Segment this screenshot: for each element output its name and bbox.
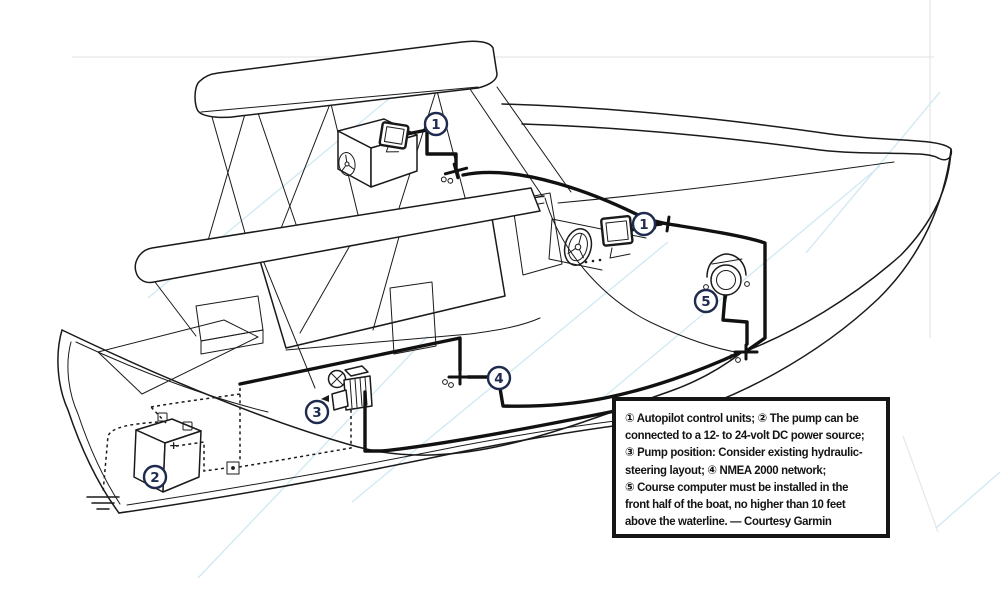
flybridge-steering-wheel-icon xyxy=(338,152,356,176)
nmea-tee-connectors xyxy=(440,162,759,388)
autopilot-control-unit-helm xyxy=(600,215,634,259)
marker-5-course-computer: 5 xyxy=(693,288,719,314)
hardtop-edge xyxy=(200,86,479,113)
legend-line: steering layout; ④ NMEA 2000 network; xyxy=(625,462,826,477)
legend-line: connected to a 12- to 24-volt DC power s… xyxy=(625,428,865,443)
autopilot-control-unit-flybridge xyxy=(378,121,410,153)
svg-text:4: 4 xyxy=(494,371,503,387)
legend-line: above the waterline. — Courtesy Garmin xyxy=(625,514,832,529)
marker-1-flybridge: 1 xyxy=(423,111,449,137)
svg-text:3: 3 xyxy=(312,405,321,421)
tee-connector-icon xyxy=(440,162,469,184)
bow-foredeck xyxy=(501,103,953,354)
ground-symbol-icon xyxy=(86,421,159,510)
flybridge-deck xyxy=(134,187,541,284)
marker-1-helm: 1 xyxy=(631,211,657,237)
legend-box: ① Autopilot control units; ② The pump ca… xyxy=(612,397,890,538)
dc-power-wiring xyxy=(150,388,352,475)
svg-text:2: 2 xyxy=(150,470,159,486)
cockpit xyxy=(75,281,437,413)
legend-line: ⑤ Course computer must be installed in t… xyxy=(625,479,849,494)
hardtop-struts xyxy=(154,86,572,389)
hardtop xyxy=(194,40,498,119)
legend-line: front half of the boat, no higher than 1… xyxy=(625,497,846,512)
legend-text: ① Autopilot control units; ② The pump ca… xyxy=(625,410,867,530)
marker-3-pump: 3 xyxy=(304,399,330,425)
marker-2-battery: 2 xyxy=(142,464,168,490)
boat-line-art: + xyxy=(57,40,953,514)
tee-connector-icon xyxy=(729,343,759,363)
svg-text:1: 1 xyxy=(639,217,648,233)
svg-text:1: 1 xyxy=(431,117,440,133)
legend-line: ③ Pump position: Consider existing hydra… xyxy=(625,445,863,460)
svg-text:5: 5 xyxy=(701,294,710,310)
helm-steering-wheel-icon xyxy=(563,228,593,266)
tee-connector-icon xyxy=(442,368,473,388)
marker-4-nmea: 4 xyxy=(486,365,512,391)
hull-outline xyxy=(57,149,952,514)
battery-plus-label: + xyxy=(169,439,178,452)
helm-station xyxy=(548,218,647,271)
legend-line: ① Autopilot control units; ② The pump ca… xyxy=(625,411,859,425)
course-computer xyxy=(703,253,750,306)
